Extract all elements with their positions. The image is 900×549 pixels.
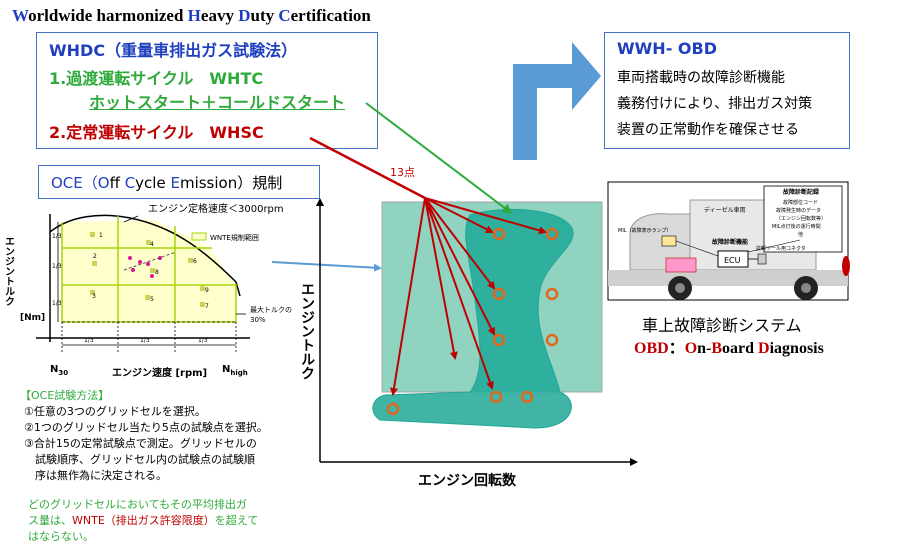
- obd-subtitle: OBD：On-Board Diagnosis: [634, 340, 824, 357]
- wnte-note-1: どのグリッドセルにおいてもその平均排出ガ: [28, 498, 247, 511]
- small-x-label: エンジン速度 [rpm]: [112, 366, 207, 379]
- cell-9: 9: [205, 287, 209, 294]
- max-torque-note: 最大トルクの: [250, 305, 292, 314]
- speed-note: エンジン定格速度＜3000rpm: [148, 202, 284, 215]
- wnte-note-3: はならない。: [28, 530, 94, 543]
- third-v3: 1/3: [52, 300, 62, 307]
- cell-2: 2: [93, 253, 97, 260]
- third-3: 1/3: [198, 337, 208, 344]
- oce-link-arrow: [271, 261, 382, 272]
- whtc-subtitle: ホットスタート＋コールドスタート: [89, 93, 346, 112]
- wnte-note-2: ス量は、WNTE（排出ガス許容限度）を超えて: [28, 514, 259, 527]
- record-item-1: 故障部位コード: [783, 199, 818, 206]
- third-v1: 1/3: [52, 233, 62, 240]
- main-chart: [309, 102, 638, 466]
- cell-3: 3: [92, 293, 96, 300]
- cell-1: 1: [99, 232, 103, 239]
- record-title: 故障診断記録: [783, 188, 820, 196]
- oce-label: OCE（Off Cycle Emission）規制: [51, 174, 283, 192]
- wwh-obd-line-3: 装置の正常動作を確保させる: [617, 122, 799, 138]
- cell-6: 6: [193, 258, 197, 265]
- nhigh-label: Nhigh: [222, 364, 248, 377]
- record-item-3: （エンジン回転数等）: [776, 215, 826, 222]
- mil-label: MIL（故障表示ランプ）: [618, 227, 671, 234]
- method-line-3: ③合計15の定常試験点で測定。グリッドセルの: [24, 437, 257, 450]
- record-item-2: 故障発生時のデータ: [776, 207, 821, 214]
- main-y-label: エンジントルク: [299, 282, 315, 380]
- wwh-obd-line-1: 車両搭載時の故障診断機能: [617, 70, 785, 86]
- cell-8: 8: [155, 269, 159, 276]
- whtc-label: 1.過渡運転サイクル WHTC: [49, 69, 264, 88]
- ecu-label: ECU: [724, 256, 741, 265]
- obd-system-title: 車上故障診断システム: [642, 316, 802, 335]
- third-v2: 1/3: [52, 263, 62, 270]
- method-line-4: 試験順序、グリッドセル内の試験点の試験順: [24, 453, 255, 466]
- whdc-heading: WHDC（重量車排出ガス試験法）: [49, 41, 298, 60]
- record-item-4: MIL点灯後の運行時間: [772, 223, 821, 230]
- third-2: 1/3: [140, 337, 150, 344]
- max-torque-note-2: 30%: [250, 316, 266, 324]
- main-x-label: エンジン回転数: [418, 473, 516, 489]
- whdc-box: WHDC（重量車排出ガス試験法） 1.過渡運転サイクル WHTC ホットスタート…: [36, 32, 378, 149]
- method-heading: 【OCE試験方法】: [20, 389, 110, 402]
- wwh-obd-line-2: 義務付けにより、排出ガス対策: [617, 96, 813, 112]
- cell-7: 7: [205, 303, 209, 310]
- bent-arrow: [513, 42, 601, 160]
- n30-label: N30: [50, 364, 68, 377]
- obd-diagram: 故障診断記録 故障部位コード 故障発生時のデータ （エンジン回転数等） MIL点…: [607, 181, 850, 301]
- connector-label: 診断ツール用コネクタ: [756, 245, 806, 252]
- small-y-label: エンジントルク: [3, 236, 15, 306]
- third-1: 1/3: [84, 337, 94, 344]
- whsc-label: 2.定常運転サイクル WHSC: [49, 123, 264, 142]
- cell-4: 4: [150, 241, 154, 248]
- page-title: Worldwide harmonized Heavy Duty Certific…: [12, 6, 371, 25]
- wnte-legend: WNTE規制範囲: [210, 233, 259, 242]
- points-13-label: 13点: [390, 166, 415, 179]
- method-line-5: 序は無作為に決定される。: [24, 469, 167, 482]
- cell-5: 5: [150, 296, 154, 303]
- method-line-2: ②1つのグリッドセル当たり5点の試験点を選択。: [24, 421, 268, 434]
- wwh-obd-box: WWH- OBD 車両搭載時の故障診断機能 義務付けにより、排出ガス対策 装置の…: [604, 32, 850, 149]
- oce-box: OCE（Off Cycle Emission）規制: [38, 165, 320, 199]
- whtc-area: [372, 208, 574, 429]
- wwh-obd-heading: WWH- OBD: [617, 39, 717, 58]
- func-label: 故障診断機能: [712, 238, 748, 246]
- small-y-unit: [Nm]: [20, 313, 45, 323]
- record-item-5: 他: [798, 231, 803, 238]
- method-line-1: ①任意の3つのグリッドセルを選択。: [24, 405, 206, 418]
- oce-small-chart: 1 2 3 4 5 6 7 8 9: [3, 202, 293, 379]
- diesel-label: ディーゼル車両: [704, 206, 746, 214]
